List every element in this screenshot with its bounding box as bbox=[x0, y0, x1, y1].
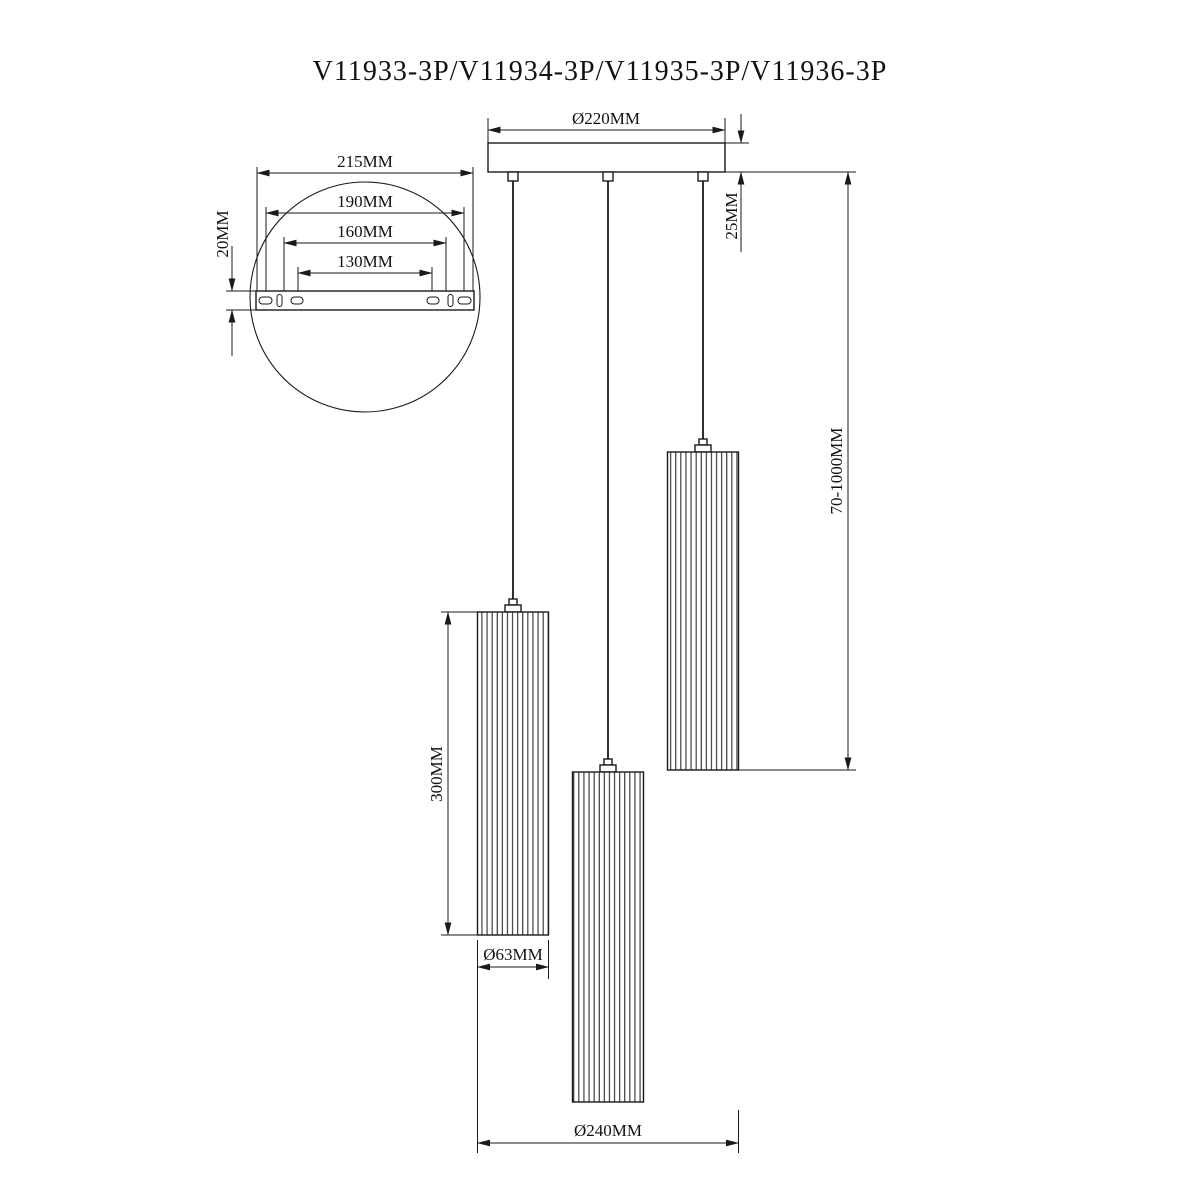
cord-grip bbox=[507, 171, 519, 182]
dim-shade-length: 300MM bbox=[427, 611, 477, 936]
mounting-slot bbox=[290, 296, 304, 305]
ceiling-canopy bbox=[487, 142, 726, 182]
canopy-diameter-label: Ø220MM bbox=[572, 109, 640, 128]
overall-spread-label: Ø240MM bbox=[574, 1121, 642, 1140]
shade-cap bbox=[694, 444, 712, 453]
mounting-hole bbox=[447, 294, 454, 307]
pendant-left bbox=[476, 181, 550, 936]
shade-length-label: 300MM bbox=[427, 746, 446, 802]
dim-hole-span-middle: 160MM bbox=[283, 222, 447, 291]
canopy-height-label: 25MM bbox=[722, 192, 741, 239]
mounting-slot bbox=[258, 296, 273, 305]
cord-connector bbox=[698, 438, 708, 446]
dim-suspension-range: 70-1000MM bbox=[725, 171, 856, 771]
dim-hole-span-inner: 130MM bbox=[297, 252, 433, 291]
hole-span-inner-label: 130MM bbox=[337, 252, 393, 271]
dim-plate-width: 215MM bbox=[256, 152, 474, 291]
pendant-middle bbox=[571, 181, 645, 1103]
plate-height-label: 20MM bbox=[213, 210, 232, 257]
canopy-body bbox=[487, 142, 726, 173]
shade-cap bbox=[504, 604, 522, 613]
pendant-right bbox=[666, 181, 740, 771]
hole-span-middle-label: 160MM bbox=[337, 222, 393, 241]
pendant-shade bbox=[666, 451, 740, 771]
dim-overall-spread: Ø240MM bbox=[477, 1110, 739, 1153]
mounting-slot bbox=[457, 296, 472, 305]
main-view: Ø220MM 25MM bbox=[427, 109, 856, 1153]
dim-shade-diameter: Ø63MM bbox=[477, 940, 549, 1153]
mounting-slots bbox=[258, 294, 472, 307]
dim-canopy-diameter: Ø220MM bbox=[487, 109, 726, 143]
pendant-shade bbox=[476, 611, 550, 936]
mounting-plate bbox=[255, 290, 475, 311]
pendant-shade bbox=[571, 771, 645, 1103]
plate-width-label: 215MM bbox=[337, 152, 393, 171]
dim-plate-height: 20MM bbox=[213, 210, 256, 356]
suspension-range-label: 70-1000MM bbox=[827, 428, 846, 515]
mounting-hole bbox=[276, 294, 283, 307]
cord-connector bbox=[603, 758, 613, 766]
mounting-slot bbox=[426, 296, 440, 305]
cord-connector bbox=[508, 598, 518, 606]
cord-grip bbox=[602, 171, 614, 182]
dim-canopy-height: 25MM bbox=[722, 114, 749, 252]
shade-cap bbox=[599, 764, 617, 773]
hole-span-outer-label: 190MM bbox=[337, 192, 393, 211]
detail-view: 215MM 190MM 160MM 130MM bbox=[213, 152, 481, 413]
shade-diameter-label: Ø63MM bbox=[483, 945, 543, 964]
detail-circle bbox=[249, 181, 481, 413]
cord-grip bbox=[697, 171, 709, 182]
dim-hole-span-outer: 190MM bbox=[265, 192, 465, 291]
model-title: V11933-3P/V11934-3P/V11935-3P/V11936-3P bbox=[313, 56, 888, 87]
